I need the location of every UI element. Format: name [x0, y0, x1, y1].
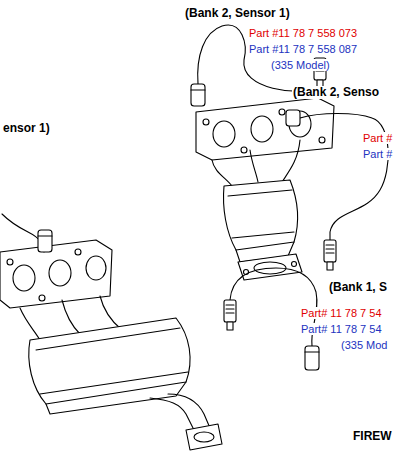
- sensor-heading: (Bank 1, S: [328, 281, 388, 294]
- model-note: (335 Model): [270, 59, 331, 71]
- sensor-heading: (Bank 2, Senso: [292, 86, 380, 99]
- bank1-manifold: [0, 240, 222, 450]
- part-number: Part #11 78 7 558 073: [248, 27, 358, 39]
- part-number: Part #11 78 7 558 087: [248, 43, 358, 55]
- part-number: Part #: [362, 148, 393, 160]
- firewall-label: FIREW: [352, 430, 393, 443]
- bank1-sensor1: [2, 214, 52, 252]
- model-note: (335 Mod: [340, 339, 388, 351]
- bank2-manifold: [196, 98, 334, 280]
- part-number: Part #: [362, 132, 393, 144]
- sensor-heading: (Bank 2, Sensor 1): [184, 7, 291, 20]
- part-number: Part# 11 78 7 54: [300, 323, 383, 335]
- sensor-heading: ensor 1): [2, 122, 51, 135]
- part-number: Part# 11 78 7 54: [300, 307, 383, 319]
